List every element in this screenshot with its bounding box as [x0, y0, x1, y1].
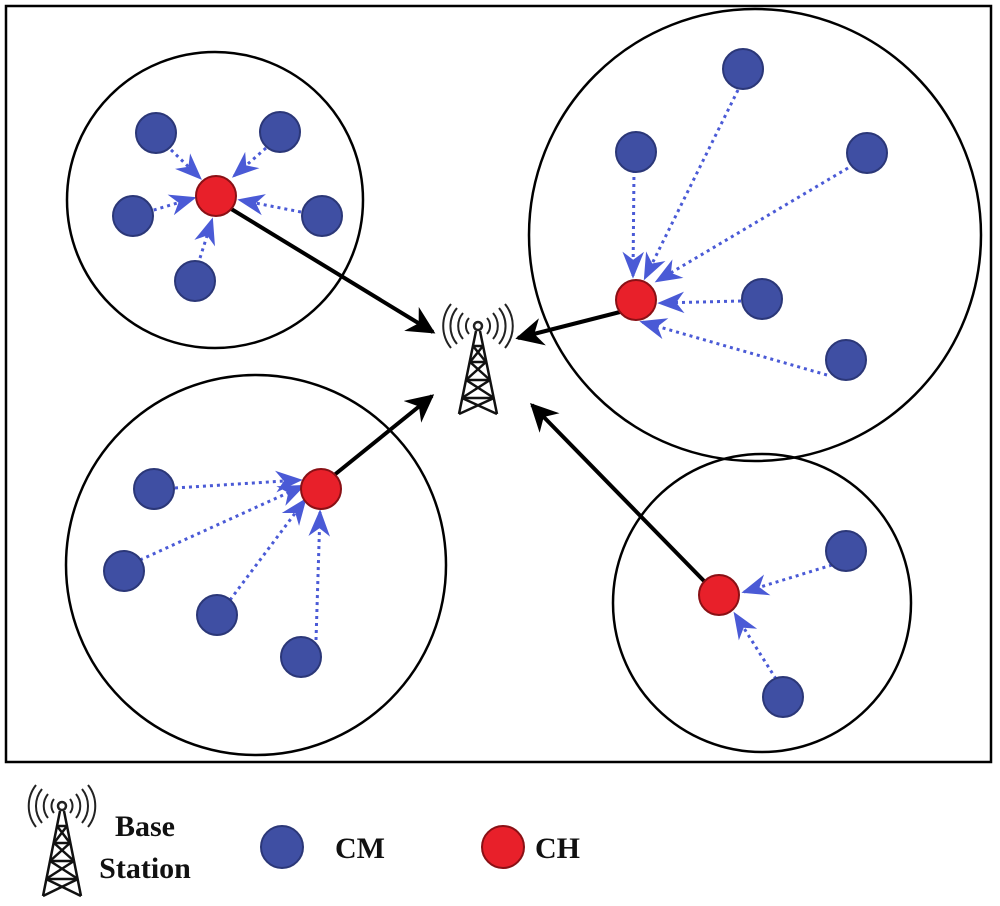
legend-base-station-label-line2: Station [99, 852, 191, 885]
cm-node [196, 594, 238, 636]
cluster-members [103, 48, 888, 718]
link-tr-2 [622, 169, 645, 279]
link-tl-4 [237, 194, 302, 216]
cluster-boundary-top-right [527, 7, 983, 463]
link-bl-3 [228, 497, 307, 601]
cm-node [762, 676, 804, 718]
cluster-heads [195, 175, 740, 616]
cm-node [825, 339, 867, 381]
link-bl-4 [308, 509, 331, 641]
cm-node [133, 468, 175, 510]
ch-node-top-left [195, 175, 237, 217]
cm-node [259, 111, 301, 153]
cm-node [280, 636, 322, 678]
diagram-frame [4, 4, 993, 764]
link-tr-4 [657, 291, 742, 314]
link-ch-br-bs [530, 402, 707, 584]
link-tr-3 [654, 166, 849, 283]
cluster-boundary-bottom-right [611, 452, 913, 754]
cm-node [741, 278, 783, 320]
cm-node [174, 260, 216, 302]
cluster-boundary-bottom-left [64, 373, 448, 757]
legend-ch-icon [481, 825, 525, 869]
link-tl-5 [194, 217, 215, 259]
legend-base-station-label-line1: Base [115, 810, 175, 843]
legend-cm-label: CM [335, 832, 385, 865]
link-tr-1 [643, 89, 740, 281]
link-ch-bl-bs [331, 394, 435, 478]
legend-cm-icon [260, 825, 304, 869]
link-br-2 [733, 611, 778, 680]
cm-node [722, 48, 764, 90]
ch-node-top-right [615, 279, 657, 321]
cm-node [135, 112, 177, 154]
cm-node [846, 132, 888, 174]
cm-node [825, 530, 867, 572]
cm-node [103, 550, 145, 592]
ch-to-bs-links [226, 205, 707, 584]
cm-node [615, 131, 657, 173]
cm-node [301, 195, 343, 237]
link-tl-2 [231, 146, 267, 178]
cm-node [112, 195, 154, 237]
legend-ch-label: CH [535, 832, 580, 865]
cluster-boundary-top-left [65, 50, 365, 350]
link-br-1 [741, 563, 833, 596]
radio-tower-icon [27, 784, 97, 898]
ch-node-bottom-right [698, 574, 740, 616]
link-tl-3 [146, 194, 197, 216]
ch-node-bottom-left [300, 468, 342, 510]
cm-to-ch-links [139, 89, 849, 680]
radio-tower-icon [442, 303, 514, 416]
link-ch-tr-bs [515, 310, 621, 346]
link-ch-tl-bs [226, 205, 436, 334]
legend: Base Station CM CH [27, 784, 580, 898]
link-bl-1 [174, 470, 303, 493]
link-tl-1 [164, 143, 202, 180]
link-tr-5 [639, 318, 828, 377]
link-bl-2 [139, 484, 306, 562]
